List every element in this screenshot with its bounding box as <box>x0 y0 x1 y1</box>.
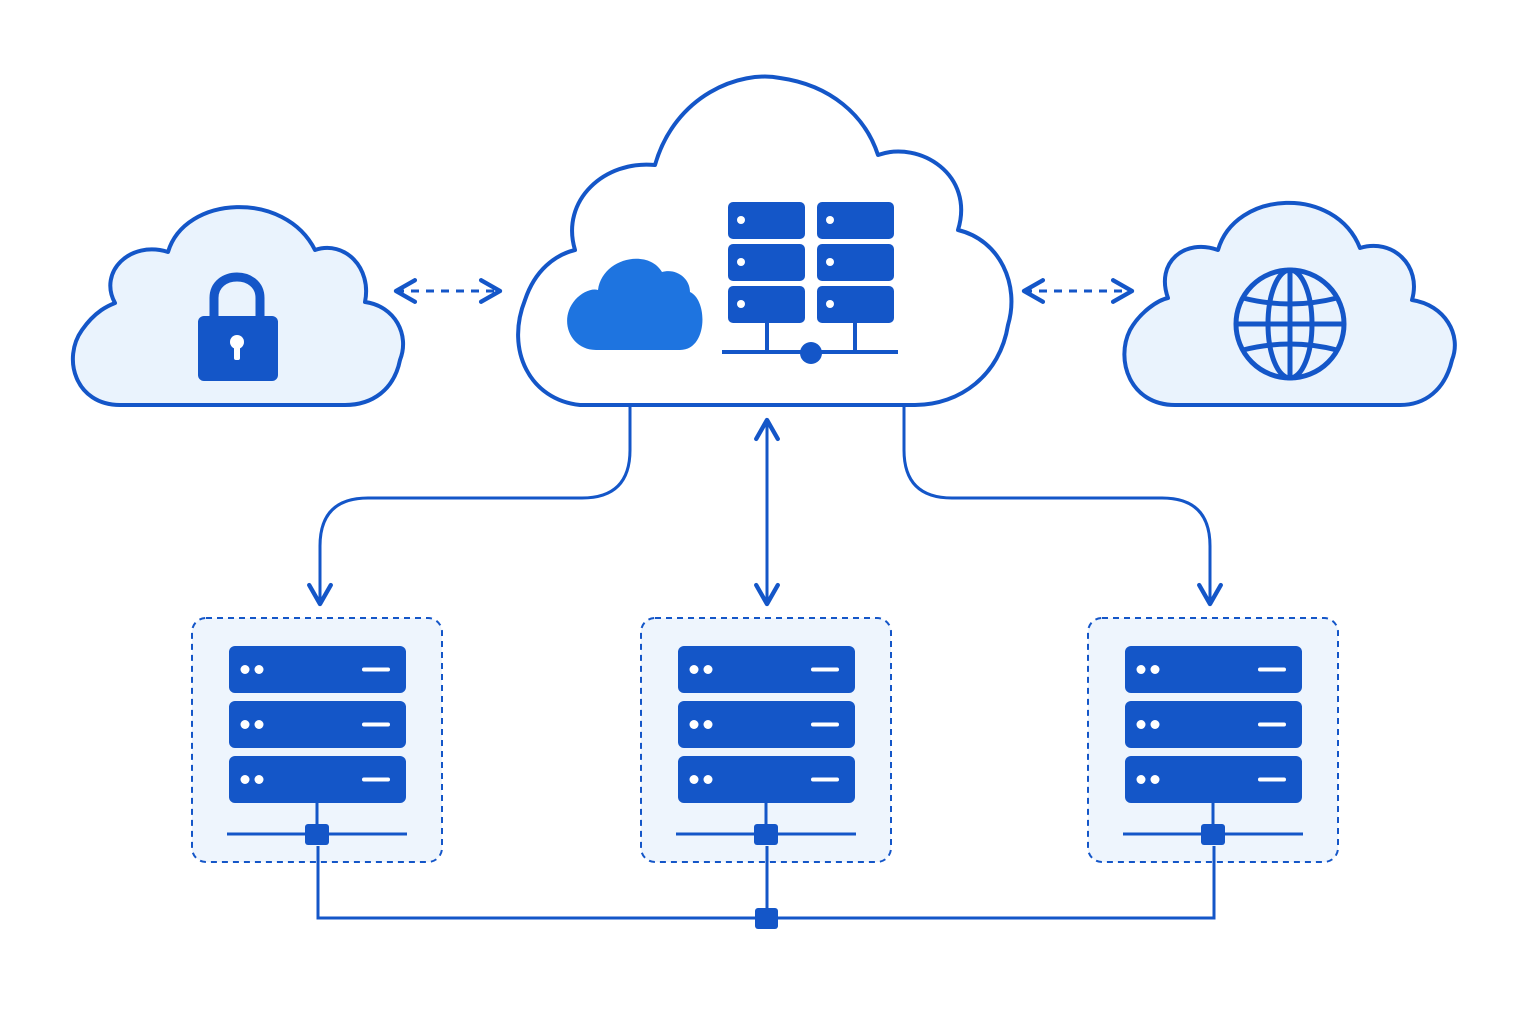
rack-unit <box>678 756 855 803</box>
right-connector <box>902 405 1223 607</box>
network-node-icon <box>1201 824 1225 845</box>
drive-slot <box>1258 722 1286 727</box>
internet-cloud <box>1122 200 1457 407</box>
rack-unit <box>229 646 406 693</box>
central-cloud <box>516 74 1014 407</box>
server-clusters <box>191 617 1339 863</box>
drive-slot <box>1258 777 1286 782</box>
server-rack-icon <box>676 646 856 845</box>
bottom-bus <box>316 846 1216 920</box>
status-led <box>240 720 250 729</box>
network-node-icon <box>754 824 778 845</box>
status-led <box>254 775 264 784</box>
drive-slot <box>811 667 839 672</box>
server-cluster-left <box>191 617 443 863</box>
drive-slot <box>362 722 390 727</box>
server-rack-icon <box>227 646 407 845</box>
status-led <box>1136 720 1146 729</box>
status-led <box>1150 665 1160 674</box>
status-led <box>240 665 250 674</box>
drive-slot <box>1258 667 1286 672</box>
status-led <box>254 720 264 729</box>
rack-unit <box>1125 756 1302 803</box>
status-led <box>689 665 699 674</box>
drive-slot <box>811 777 839 782</box>
lock-icon <box>198 272 278 381</box>
rack-unit <box>229 701 406 748</box>
globe-icon <box>1233 267 1347 381</box>
status-led <box>1136 665 1146 674</box>
drive-slot <box>362 777 390 782</box>
security-cloud <box>70 205 406 407</box>
server-cluster-right <box>1087 617 1339 863</box>
server-grid-icon <box>722 202 898 364</box>
drive-slot <box>362 667 390 672</box>
status-led <box>703 665 713 674</box>
status-led <box>703 720 713 729</box>
server-rack-icon <box>1123 646 1303 845</box>
status-led <box>240 775 250 784</box>
network-node-icon <box>755 908 778 929</box>
small-cloud-icon <box>567 258 703 350</box>
network-node-icon <box>305 824 329 845</box>
status-led <box>689 720 699 729</box>
rack-unit <box>678 701 855 748</box>
cluster-connections <box>307 405 1223 607</box>
drive-slot <box>811 722 839 727</box>
status-led <box>254 665 264 674</box>
status-led <box>703 775 713 784</box>
server-cluster-center <box>640 617 892 863</box>
rack-unit <box>1125 701 1302 748</box>
status-led <box>1136 775 1146 784</box>
rack-unit <box>678 646 855 693</box>
rack-unit <box>229 756 406 803</box>
status-led <box>1150 720 1160 729</box>
rack-unit <box>1125 646 1302 693</box>
status-led <box>1150 775 1160 784</box>
left-connector <box>307 405 632 607</box>
status-led <box>689 775 699 784</box>
